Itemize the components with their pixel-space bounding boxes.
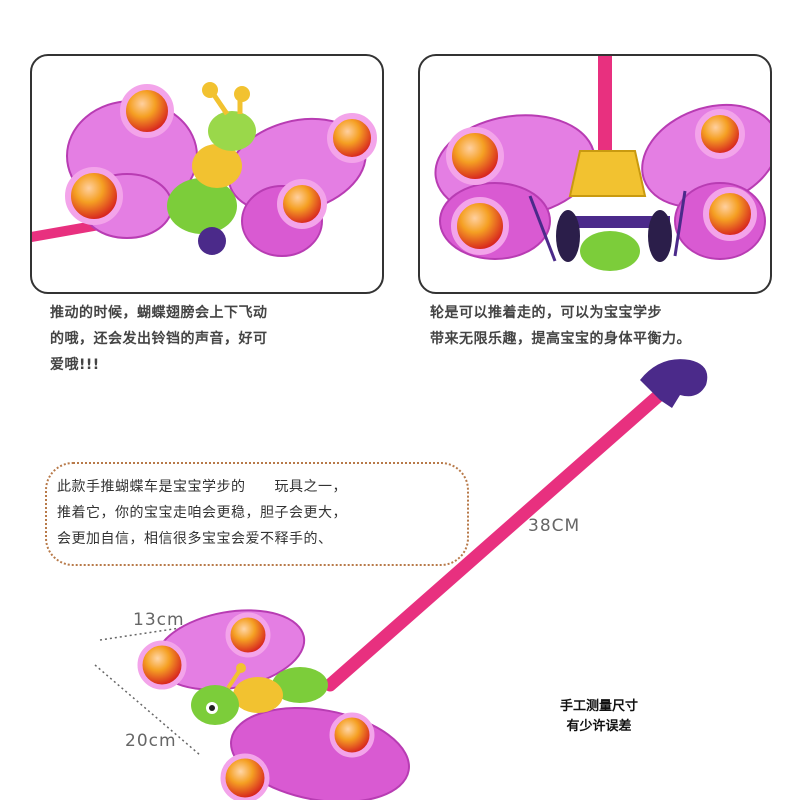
promo-text: 此款手推蝴蝶车是宝宝学步的 玩具之一， 推着它，你的宝宝走咱会更稳，胆子会更大，… [57, 474, 457, 552]
caption-line: 轮是可以推着走的，可以为宝宝学步 [430, 305, 662, 321]
push-handle-pole [323, 383, 672, 692]
caption-line: 推动的时候，蝴蝶翅膀会上下飞动 [50, 305, 268, 321]
promo-frame [45, 462, 469, 566]
promo-line: 此款手推蝴蝶车是宝宝学步的 玩具之一， [57, 479, 347, 495]
note-line: 手工测量尺寸 [560, 699, 639, 714]
photo-panel-front-view [418, 54, 772, 294]
caption-line: 带来无限乐趣，提高宝宝的身体平衡力。 [430, 331, 691, 347]
butterfly-front-illustration [434, 56, 770, 271]
photo-panel-side-view [30, 54, 384, 294]
measurement-width: 13cm [133, 610, 185, 630]
promo-line: 推着它，你的宝宝走咱会更稳，胆子会更大， [57, 505, 347, 521]
caption-line: 爱哦!!! [50, 357, 100, 373]
caption-front-view: 轮是可以推着走的，可以为宝宝学步 带来无限乐趣，提高宝宝的身体平衡力。 [430, 300, 790, 352]
caption-line: 的哦，还会发出铃铛的声音，好可 [50, 331, 268, 347]
butterfly-side-illustration [32, 82, 377, 257]
promo-line: 会更加自信，相信很多宝宝会爱不释手的、 [57, 531, 333, 547]
caption-side-view: 推动的时候，蝴蝶翅膀会上下飞动 的哦，还会发出铃铛的声音，好可 爱哦!!! [50, 300, 370, 378]
handle-grip [640, 359, 708, 408]
note-line: 有少许误差 [566, 719, 632, 734]
measurement-height: 20cm [125, 731, 177, 751]
dimension-line-width [99, 624, 201, 641]
measurement-length: 38CM [528, 516, 581, 536]
dimension-line-height [94, 664, 201, 756]
measurement-note: 手工测量尺寸 有少许误差 [560, 697, 638, 737]
